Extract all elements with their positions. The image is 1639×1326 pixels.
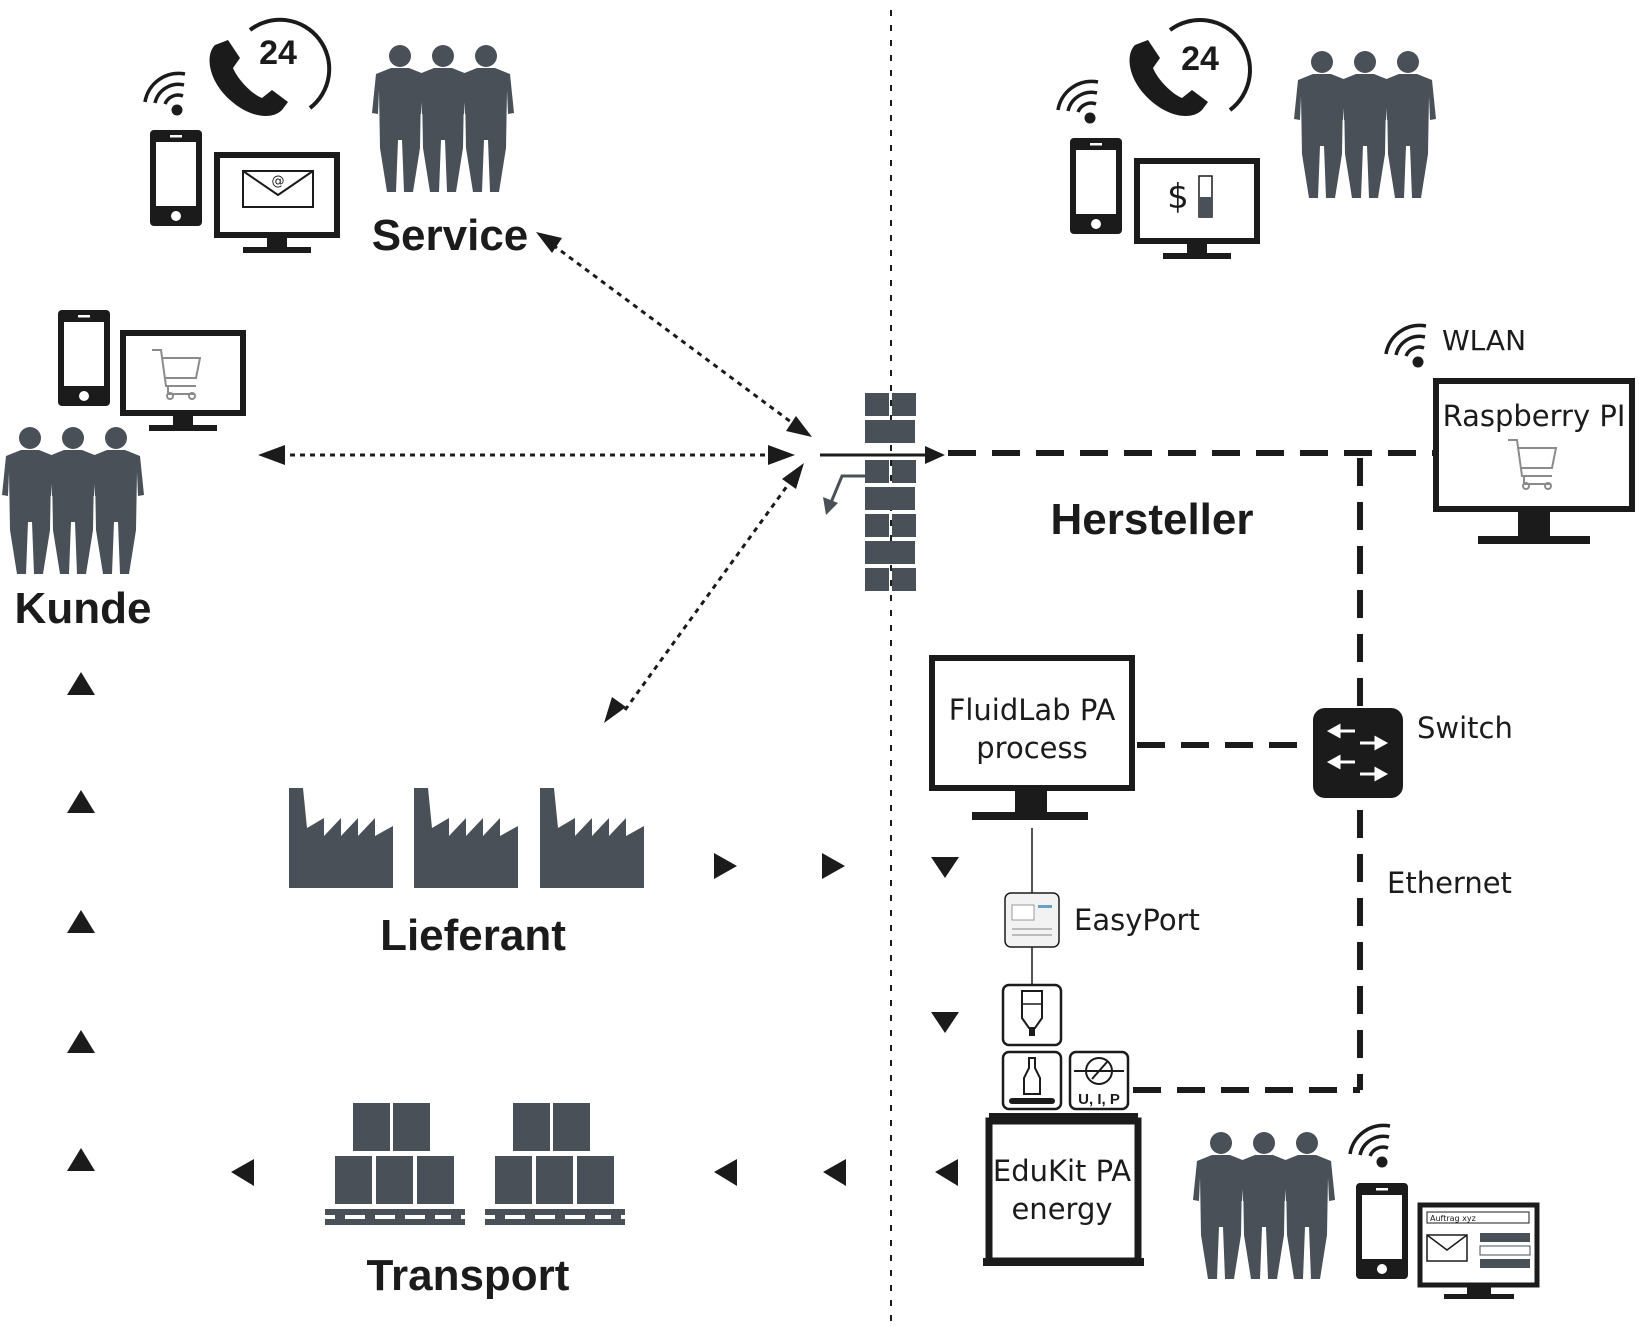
edukit-station: EduKit PA energy [983, 1113, 1144, 1266]
pallet-boxes-icon [325, 1103, 625, 1225]
factory-icon [289, 788, 644, 888]
flow-arrows-right [714, 853, 845, 879]
email-icon [1426, 1234, 1468, 1262]
switch-label: Switch [1417, 711, 1513, 745]
fluidlab-label-line1: FluidLab PA [949, 693, 1116, 727]
easyport-label: EasyPort [1074, 903, 1200, 937]
link-arrowheads [258, 232, 812, 723]
wlan-label: WLAN [1442, 324, 1526, 357]
people-group-icon [1193, 1132, 1335, 1279]
at-sign: @ [272, 174, 285, 189]
smartphone-icon [1356, 1183, 1408, 1279]
edukit-label-line1: EduKit PA [993, 1154, 1131, 1188]
phone-24h-icon: 24 [1129, 18, 1252, 116]
tank-module-icon [1001, 983, 1063, 1047]
raspberry-pi-monitor: Raspberry PI [1433, 378, 1635, 544]
people-group-icon [2, 427, 144, 574]
ethernet-label: Ethernet [1387, 866, 1512, 900]
flow-arrows-down [931, 857, 959, 1033]
smartphone-icon [150, 130, 202, 226]
phone-24h-icon: 24 [209, 17, 332, 116]
meter-module-icon: U, I, P [1068, 1050, 1130, 1111]
flow-arrows-left [231, 1159, 958, 1186]
dollar-sign: $ [1167, 177, 1189, 217]
raspberry-pi-label: Raspberry PI [1443, 399, 1626, 433]
smartphone-icon [1070, 138, 1122, 234]
hersteller-label: Hersteller [1050, 495, 1253, 544]
wifi-icon [143, 71, 187, 118]
phone-24-text: 24 [1181, 40, 1219, 78]
flow-arrows-up [67, 672, 95, 1171]
kunde-label: Kunde [15, 584, 152, 633]
phone-24-text: 24 [259, 34, 297, 72]
firewall-arrows [820, 446, 945, 515]
bottle-module-icon [1001, 1050, 1063, 1111]
smartphone-icon [58, 310, 110, 406]
transport-label: Transport [367, 1251, 570, 1300]
fluidlab-monitor: FluidLab PA process [929, 655, 1135, 820]
edukit-label-line2: energy [1011, 1192, 1112, 1226]
order-monitor: Auftrag xyz [1417, 1202, 1540, 1299]
order-title: Auftrag xyz [1430, 1214, 1476, 1223]
communication-links [280, 243, 796, 711]
people-group-icon [1294, 51, 1436, 198]
email-icon: @ [242, 170, 314, 208]
lieferant-label: Lieferant [380, 911, 566, 960]
monitor-icon [1137, 161, 1257, 259]
service-label: Service [372, 211, 529, 260]
wifi-icon [1056, 79, 1100, 126]
network-switch-icon [1313, 708, 1403, 798]
people-group-icon [372, 45, 514, 192]
uip-label: U, I, P [1078, 1091, 1120, 1108]
shopping-cart-icon [151, 349, 201, 400]
firewall-icon [865, 393, 916, 591]
wifi-icon [1384, 323, 1428, 370]
easyport-device-icon [1004, 892, 1060, 948]
billing-display-icon: $ [1167, 175, 1213, 218]
monitor-icon [123, 333, 243, 431]
fluidlab-label-line2: process [976, 731, 1087, 765]
wifi-icon [1348, 1123, 1392, 1170]
